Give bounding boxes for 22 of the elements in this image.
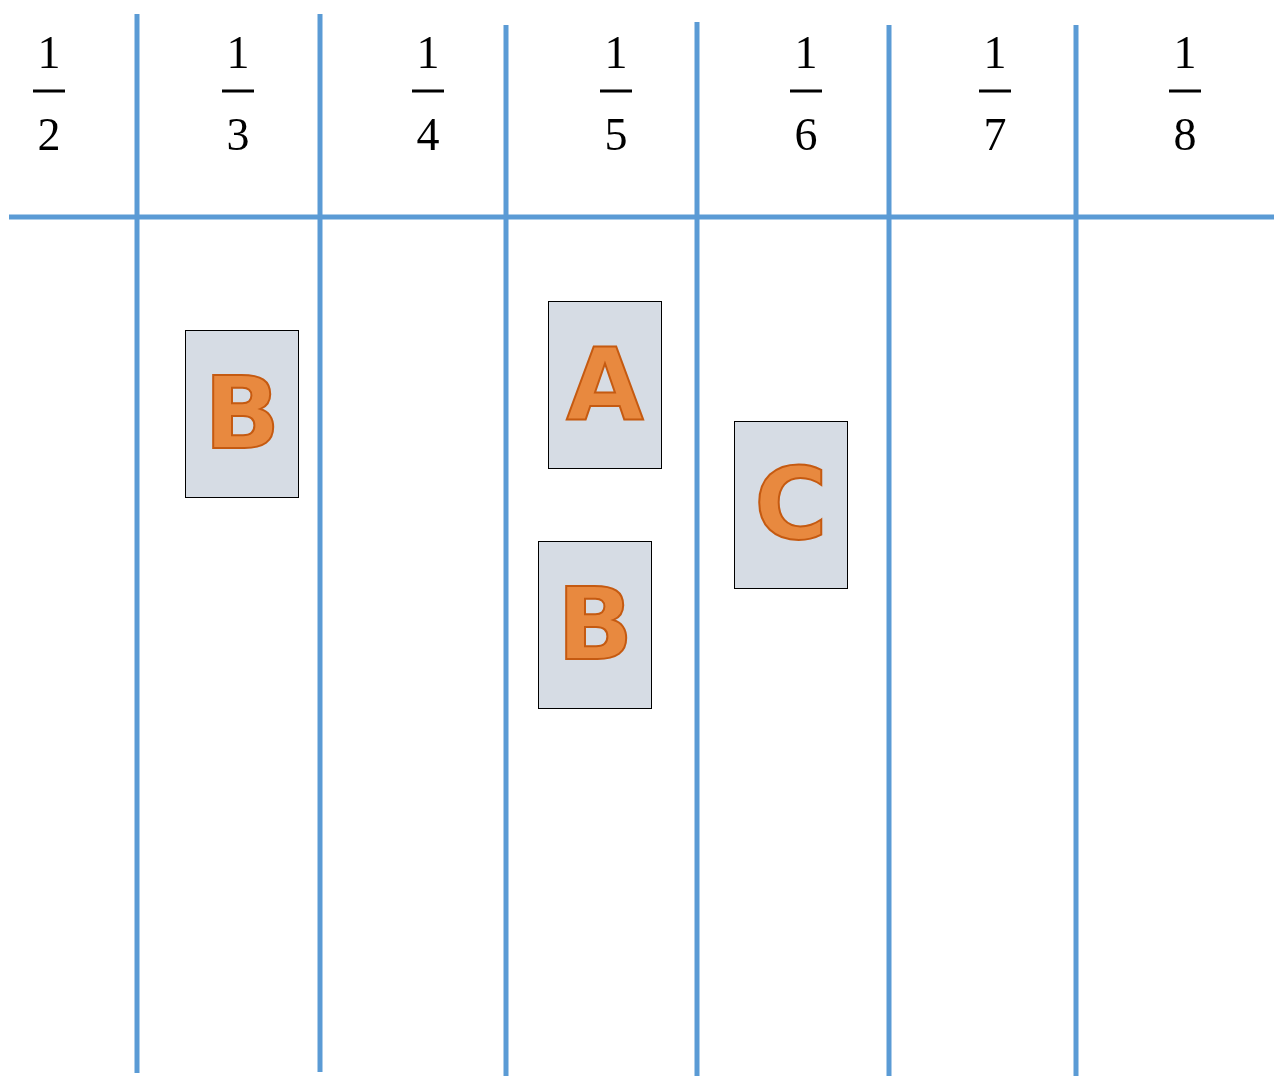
denominator: 6 — [793, 112, 819, 158]
numerator: 1 — [225, 30, 251, 76]
denominator: 8 — [1172, 112, 1198, 158]
card-letter: B — [556, 575, 634, 675]
letter-card — [538, 541, 652, 709]
numerator: 1 — [415, 30, 441, 76]
denominator: 4 — [415, 112, 441, 158]
numerator: 1 — [793, 30, 819, 76]
letter-card — [734, 421, 848, 589]
numerator: 1 — [982, 30, 1008, 76]
denominator: 7 — [982, 112, 1008, 158]
denominator: 5 — [603, 112, 629, 158]
card-letter: A — [566, 335, 644, 435]
card-letter: B — [203, 364, 281, 464]
numerator: 1 — [1172, 30, 1198, 76]
card-letter: C — [754, 455, 828, 555]
denominator: 2 — [36, 112, 62, 158]
denominator: 3 — [225, 112, 251, 158]
letter-card — [548, 301, 662, 469]
numerator: 1 — [36, 30, 62, 76]
numerator: 1 — [603, 30, 629, 76]
letter-card — [185, 330, 299, 498]
